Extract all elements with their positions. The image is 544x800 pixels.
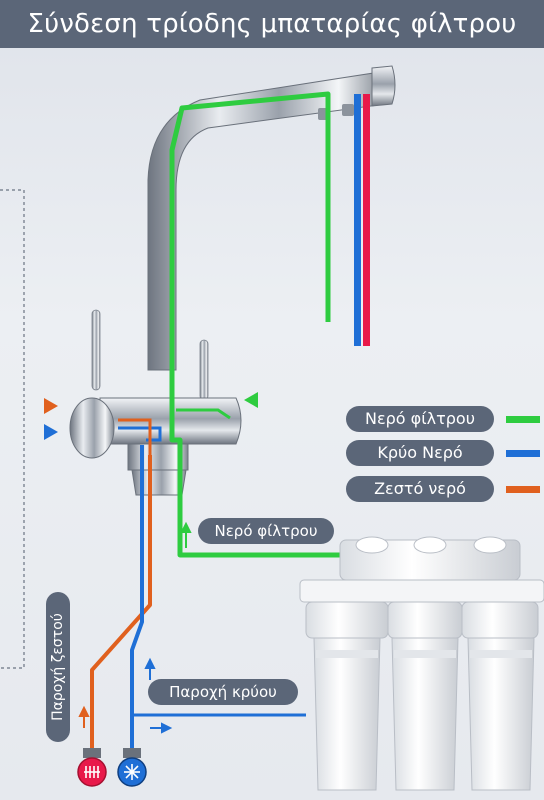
cold-supply-line (130, 445, 144, 748)
page-title: Σύνδεση τρίοδης μπαταρίας φίλτρου (0, 0, 544, 48)
radiator-icon (84, 766, 100, 778)
hot-supply-label: Παροχή ζεστού (46, 592, 70, 742)
right-arrow-cold (150, 722, 173, 734)
hot-internal-line (118, 418, 152, 455)
filter-system (299, 536, 544, 791)
legend-hot-swatch (506, 486, 540, 493)
hot-spout-line (363, 94, 370, 346)
faucet-body (69, 397, 242, 496)
cold-spout-line (354, 94, 361, 346)
cold-valve (117, 748, 147, 787)
legend-filtered-swatch (506, 416, 540, 423)
up-arrow-hot (78, 705, 90, 728)
up-arrow-filtered (180, 521, 192, 548)
snowflake-icon (124, 764, 140, 780)
filter-internal-line (176, 408, 231, 420)
cold-supply-label: Παροχή κρύου (148, 679, 298, 705)
filtered-water-line (169, 91, 340, 558)
legend-cold-label: Κρύο Νερό (346, 440, 494, 466)
legend-hot-label: Ζεστό νερό (346, 476, 494, 502)
legend-cold-swatch (506, 450, 540, 457)
hot-supply-line (90, 455, 152, 748)
filtered-water-label: Νερό φίλτρου (198, 518, 334, 544)
legend-filtered-label: Νερό φίλτρου (346, 406, 494, 432)
cold-arrow-left (44, 424, 58, 440)
hot-arrow-left (44, 398, 58, 414)
cold-internal-line (118, 426, 162, 442)
faucet-levers (91, 309, 209, 401)
wall-outline (0, 189, 25, 669)
up-arrow-cold (144, 657, 156, 680)
hot-valve (77, 748, 107, 787)
filter-arrow-right (244, 392, 258, 408)
